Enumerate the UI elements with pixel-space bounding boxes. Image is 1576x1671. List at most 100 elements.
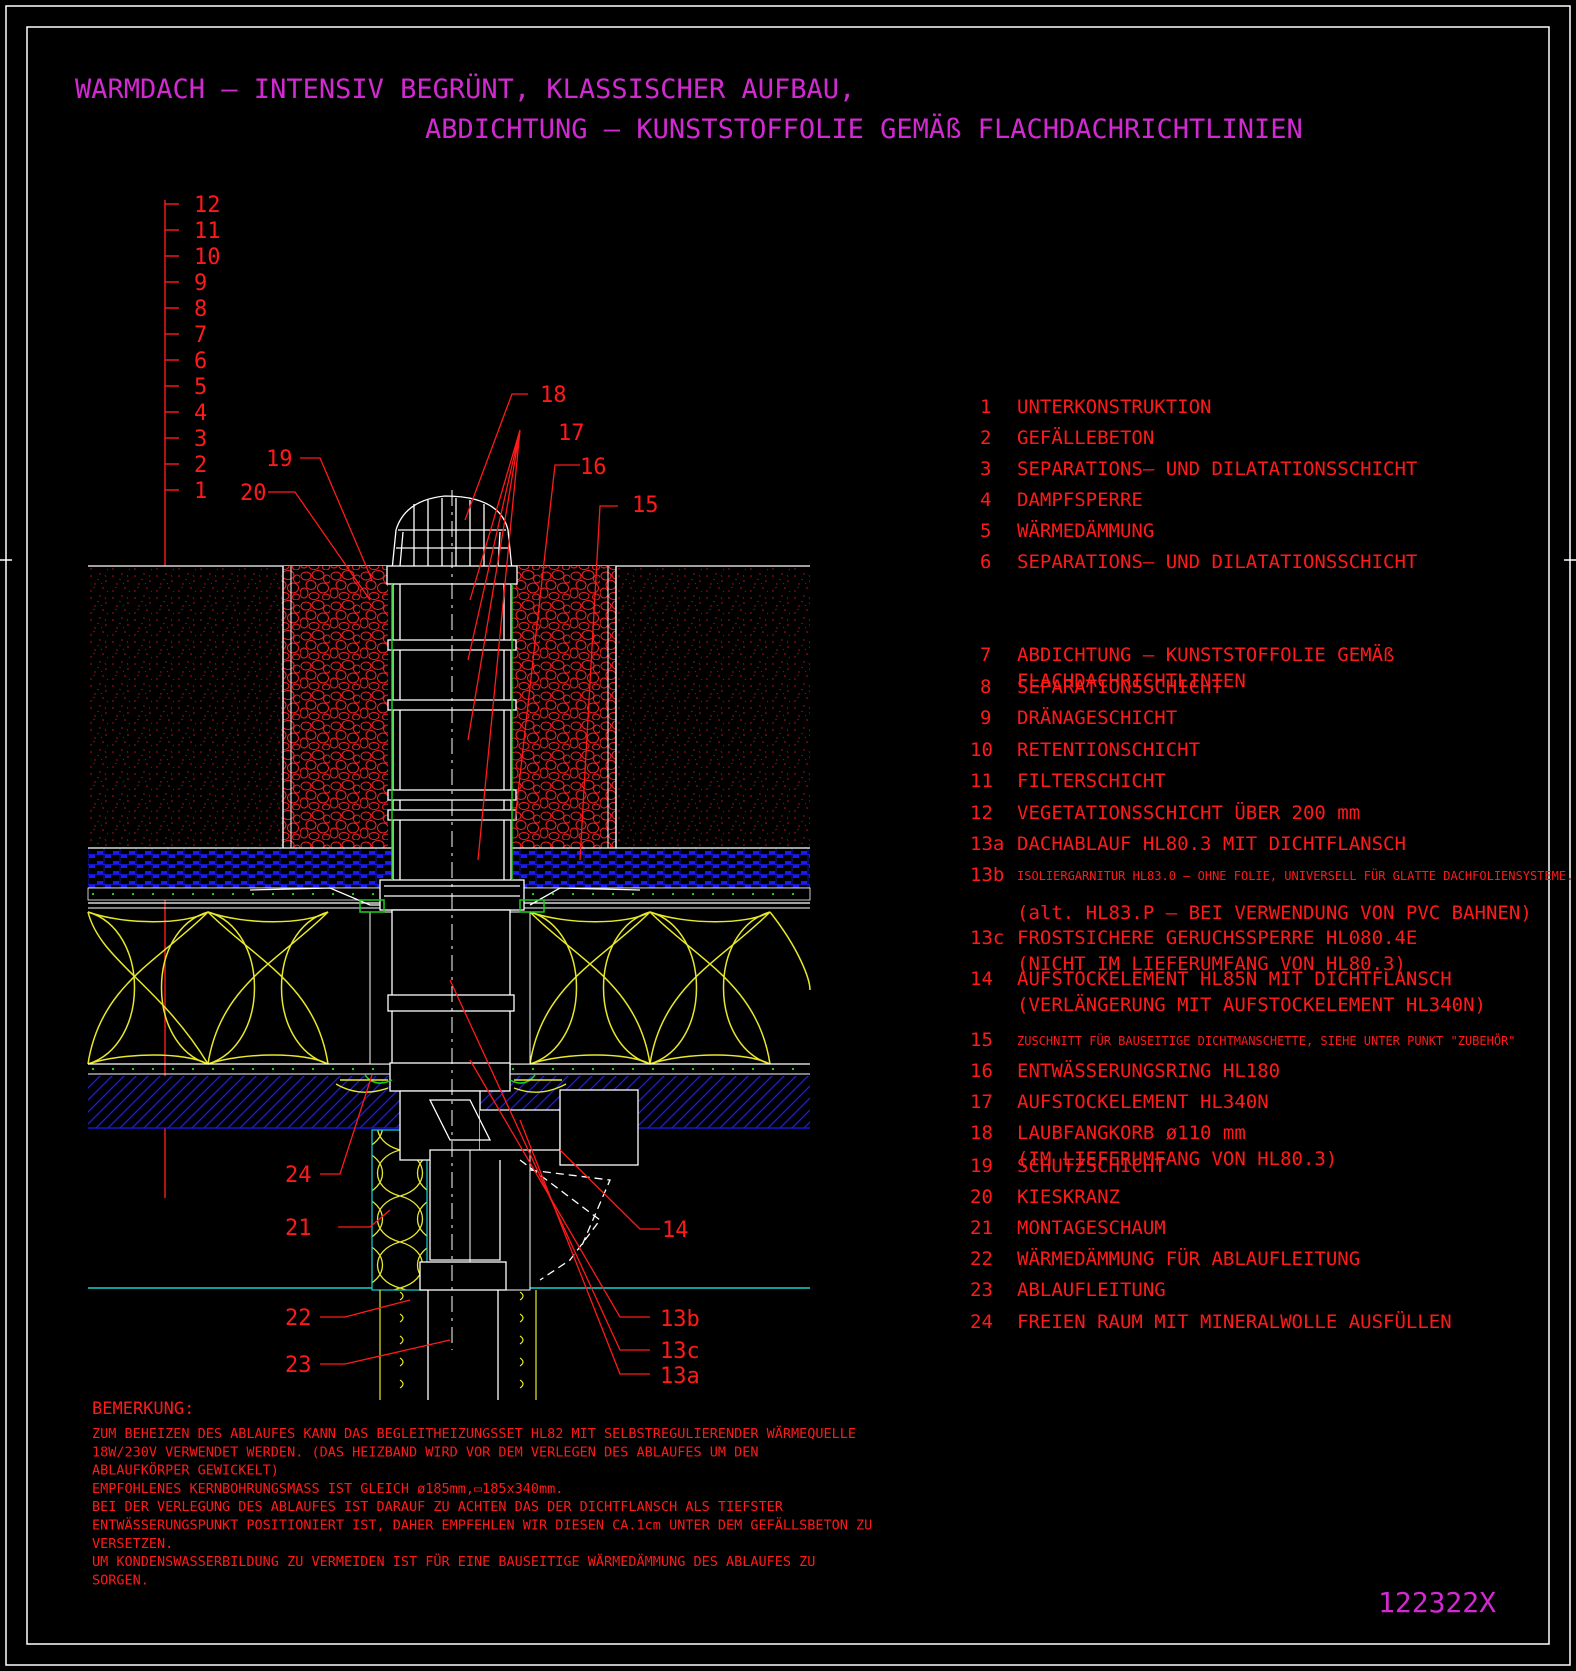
callout-17: 17: [558, 421, 585, 446]
legend-text: GEFÄLLEBETON: [1017, 426, 1154, 449]
scale-label: 10: [194, 245, 221, 270]
legend-number: 23: [970, 1279, 993, 1301]
callout-labels: 18 17 16 15 19 20 24 21 22 23 14 13b 13c…: [240, 383, 700, 1389]
callout-13b: 13b: [660, 1307, 700, 1332]
legend-number: 12: [970, 802, 993, 824]
remarks-block: BEMERKUNG: ZUM BEHEIZEN DES ABLAUFES KAN…: [92, 1399, 872, 1588]
gravel-ring-left: [283, 566, 388, 848]
legend-text: WÄRMEDÄMMUNG: [1017, 519, 1154, 542]
legend-text: (IM LIEFERUMFANG VON HL80.3): [1017, 1148, 1337, 1170]
remark-line: ENTWÄSSERUNGSPUNKT POSITIONIERT IST, DAH…: [92, 1516, 872, 1534]
remark-line: 18W/230V VERWENDET WERDEN. (DAS HEIZBAND…: [92, 1444, 758, 1460]
legend-number: 15: [970, 1029, 993, 1051]
scale-label: 8: [194, 297, 207, 322]
legend-text: VEGETATIONSSCHICHT ÜBER 200 mm: [1017, 801, 1360, 824]
title-line-1: WARMDACH – INTENSIV BEGRÜNT, KLASSISCHER…: [75, 73, 855, 105]
scale-label: 4: [194, 401, 207, 426]
legend-text: LAUBFANGKORB ø110 mm: [1017, 1122, 1246, 1144]
legend-text: ENTWÄSSERUNGSRING HL180: [1017, 1059, 1280, 1082]
callout-23: 23: [285, 1353, 312, 1378]
callout-15: 15: [632, 493, 659, 518]
legend-number: 7: [980, 644, 991, 666]
legend-number: 24: [970, 1311, 993, 1333]
gravel-ring-right: [508, 566, 616, 848]
legend-number: 3: [980, 458, 991, 480]
legend-number: 13b: [970, 864, 1004, 886]
legend-text: (alt. HL83.P – BEI VERWENDUNG VON PVC BA…: [1017, 902, 1532, 924]
legend-text: FROSTSICHERE GERUCHSSPERRE HL080.4E: [1017, 927, 1417, 949]
legend-number: 1: [980, 396, 991, 418]
callout-14: 14: [662, 1218, 689, 1243]
legend-number: 6: [980, 551, 991, 573]
legend-number: 4: [980, 489, 991, 511]
scale-label: 3: [194, 427, 207, 452]
seal-details: [359, 584, 545, 1084]
legend-text: ABDICHTUNG – KUNSTSTOFFOLIE GEMÄß: [1017, 643, 1395, 666]
legend-number: 16: [970, 1060, 993, 1082]
legend-text: SEPARATIONS– UND DILATATIONSSCHICHT: [1017, 551, 1417, 573]
callout-21: 21: [285, 1216, 312, 1241]
remark-line: ABLAUFKÖRPER GEWICKELT): [92, 1461, 279, 1479]
scale-label: 6: [194, 349, 207, 374]
legend-number: 9: [980, 707, 991, 729]
scale-label: 5: [194, 375, 207, 400]
legend-text: KIESKRANZ: [1017, 1186, 1120, 1208]
legend-text: ISOLIERGARNITUR HL83.0 – OHNE FOLIE, UNI…: [1017, 867, 1573, 883]
legend-text: SCHUTZSCHICHT: [1017, 1155, 1166, 1177]
legend-number: 21: [970, 1217, 993, 1239]
legend-number: 17: [970, 1091, 993, 1113]
scale-label: 12: [194, 193, 221, 218]
legend-text: DRÄNAGESCHICHT: [1017, 706, 1177, 729]
legend-text: AUFSTOCKELEMENT HL340N: [1017, 1091, 1269, 1113]
callout-13a: 13a: [660, 1364, 700, 1389]
legend-number: 19: [970, 1155, 993, 1177]
legend-number: 14: [970, 968, 993, 990]
legend-text: RETENTIONSCHICHT: [1017, 739, 1200, 761]
legend-number: 10: [970, 739, 993, 761]
legend-number: 11: [970, 770, 993, 792]
legend-number: 22: [970, 1248, 993, 1270]
legend-text: AUFSTOCKELEMENT HL85N MIT DICHTFLANSCH: [1017, 968, 1452, 990]
callout-19: 19: [266, 447, 293, 472]
remark-line: VERSETZEN.: [92, 1536, 173, 1552]
scale-label: 7: [194, 323, 207, 348]
remark-line: ZUM BEHEIZEN DES ABLAUFES KANN DAS BEGLE…: [92, 1424, 856, 1442]
remarks-heading: BEMERKUNG:: [92, 1399, 194, 1419]
legend-number: 5: [980, 520, 991, 542]
legend-text: WÄRMEDÄMMUNG FÜR ABLAUFLEITUNG: [1017, 1247, 1360, 1270]
legend-text: ABLAUFLEITUNG: [1017, 1279, 1166, 1301]
legend-text: (NICHT IM LIEFERUMFANG VON HL80.3): [1017, 953, 1406, 975]
legend-text: SEPARATIONS– UND DILATATIONSSCHICHT: [1017, 458, 1417, 480]
leader-lines: [268, 393, 660, 1375]
vegetation-layer-right: [616, 566, 810, 848]
callout-20: 20: [240, 481, 267, 506]
scale-label: 9: [194, 271, 207, 296]
title-line-2: ABDICHTUNG – KUNSTSTOFFOLIE GEMÄß FLACHD…: [425, 113, 1303, 145]
remark-line: SORGEN.: [92, 1572, 149, 1588]
legend-number: 20: [970, 1186, 993, 1208]
legend-number: 18: [970, 1122, 993, 1144]
legend-number: 2: [980, 427, 991, 449]
legend-text: UNTERKONSTRUKTION: [1017, 396, 1211, 418]
roof-section: [87, 490, 811, 1400]
legend-text: FREIEN RAUM MIT MINERALWOLLE AUSFÜLLEN: [1017, 1310, 1452, 1333]
callout-18: 18: [540, 383, 567, 408]
scale-label: 2: [194, 453, 207, 478]
legend-text: FLACHDACHRICHTLINIEN: [1017, 670, 1246, 692]
legend-text: (VERLÄNGERUNG MIT AUFSTOCKELEMENT HL340N…: [1017, 993, 1486, 1016]
flange-yellow: [335, 1079, 567, 1093]
callout-22: 22: [285, 1306, 312, 1331]
pipe-insulation-right: [399, 1291, 524, 1389]
callout-24: 24: [285, 1163, 312, 1188]
thermal-insulation: [87, 911, 811, 1065]
legend-text: FILTERSCHICHT: [1017, 770, 1166, 792]
legend-number: 13a: [970, 833, 1004, 855]
vegetation-layer-left: [88, 566, 283, 848]
scale-label: 1: [194, 479, 207, 504]
legend-text: SEPARATIONSSCHICHT: [1017, 676, 1223, 698]
legend-number: 13c: [970, 927, 1004, 949]
callout-16: 16: [580, 455, 607, 480]
remark-line: UM KONDENSWASSERBILDUNG ZU VERMEIDEN IST…: [92, 1552, 815, 1570]
remark-line: BEI DER VERLEGUNG DES ABLAUFES IST DARAU…: [92, 1499, 784, 1515]
